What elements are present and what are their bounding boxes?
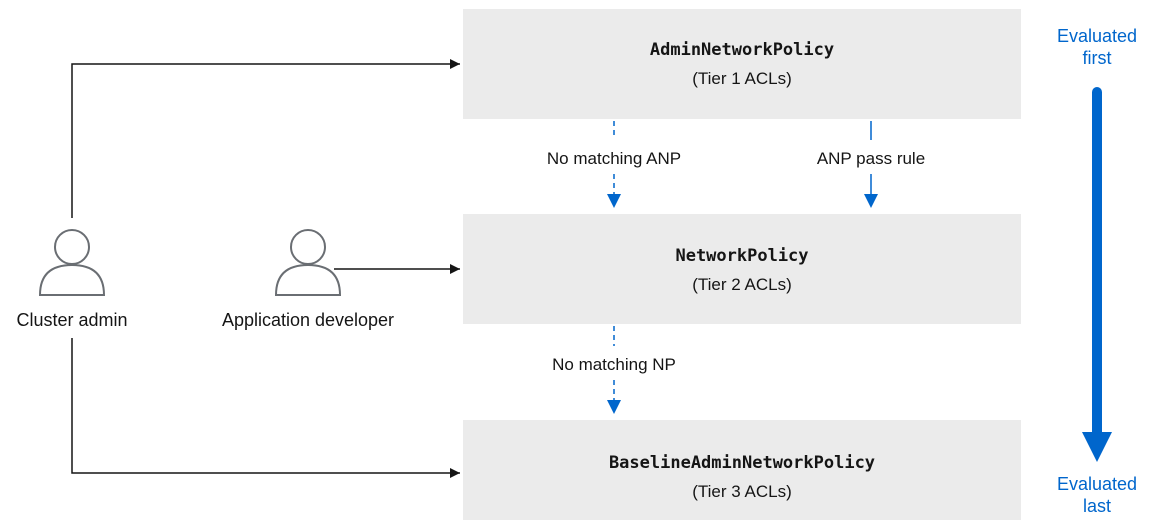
no-matching-anp-edge: No matching ANP (547, 121, 681, 208)
cluster-admin-actor: Cluster admin (16, 229, 128, 330)
arrow-down-icon (1082, 432, 1112, 462)
banp-title: BaselineAdminNetworkPolicy (609, 453, 875, 473)
arrow-down-icon (864, 194, 878, 208)
np-box: NetworkPolicy (Tier 2 ACLs) (463, 214, 1021, 324)
no-matching-anp-label: No matching ANP (547, 149, 681, 168)
banp-box: BaselineAdminNetworkPolicy (Tier 3 ACLs) (463, 420, 1021, 520)
cluster-admin-label: Cluster admin (16, 310, 127, 330)
user-icon (38, 229, 106, 296)
anp-box: AdminNetworkPolicy (Tier 1 ACLs) (463, 9, 1021, 119)
no-matching-np-label: No matching NP (552, 355, 676, 374)
app-developer-label: Application developer (222, 310, 394, 330)
anp-pass-rule-label: ANP pass rule (817, 149, 925, 168)
cluster-admin-connectors (71, 59, 460, 478)
no-matching-np-edge: No matching NP (552, 326, 676, 414)
np-subtitle: (Tier 2 ACLs) (692, 275, 792, 294)
arrow-down-icon (607, 194, 621, 208)
user-icon (274, 229, 342, 296)
evaluation-order: Evaluated first Evaluated last (1057, 26, 1137, 516)
anp-subtitle: (Tier 1 ACLs) (692, 69, 792, 88)
evaluated-last-line2: last (1083, 496, 1111, 516)
app-developer-actor: Application developer (222, 229, 394, 330)
anp-pass-rule-edge: ANP pass rule (817, 121, 925, 208)
evaluated-last-line1: Evaluated (1057, 474, 1137, 494)
np-title: NetworkPolicy (675, 246, 808, 266)
arrow-down-icon (607, 400, 621, 414)
evaluated-first-line2: first (1083, 48, 1112, 68)
anp-title: AdminNetworkPolicy (650, 40, 834, 60)
evaluated-first-line1: Evaluated (1057, 26, 1137, 46)
banp-subtitle: (Tier 3 ACLs) (692, 482, 792, 501)
